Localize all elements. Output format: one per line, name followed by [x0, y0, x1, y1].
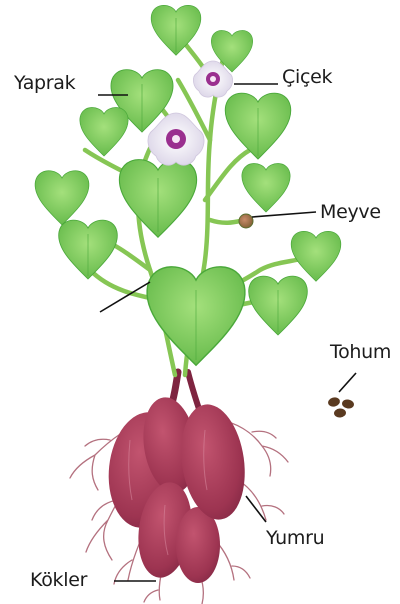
label-leaf: Yaprak: [14, 74, 75, 93]
fruit-pointer: [252, 212, 316, 217]
tuber-pointer: [246, 496, 266, 522]
fruit: [239, 214, 253, 228]
label-fruit: Meyve: [320, 203, 381, 222]
label-tuber: Yumru: [266, 529, 324, 548]
flower-middle: [148, 113, 204, 165]
label-seed: Tohum: [330, 343, 391, 362]
leaves: [35, 5, 341, 365]
label-flower: Çiçek: [282, 68, 332, 87]
seed-pointer: [339, 373, 356, 392]
label-roots: Kökler: [30, 571, 87, 590]
tubers: [103, 372, 252, 583]
seeds: [327, 396, 355, 418]
